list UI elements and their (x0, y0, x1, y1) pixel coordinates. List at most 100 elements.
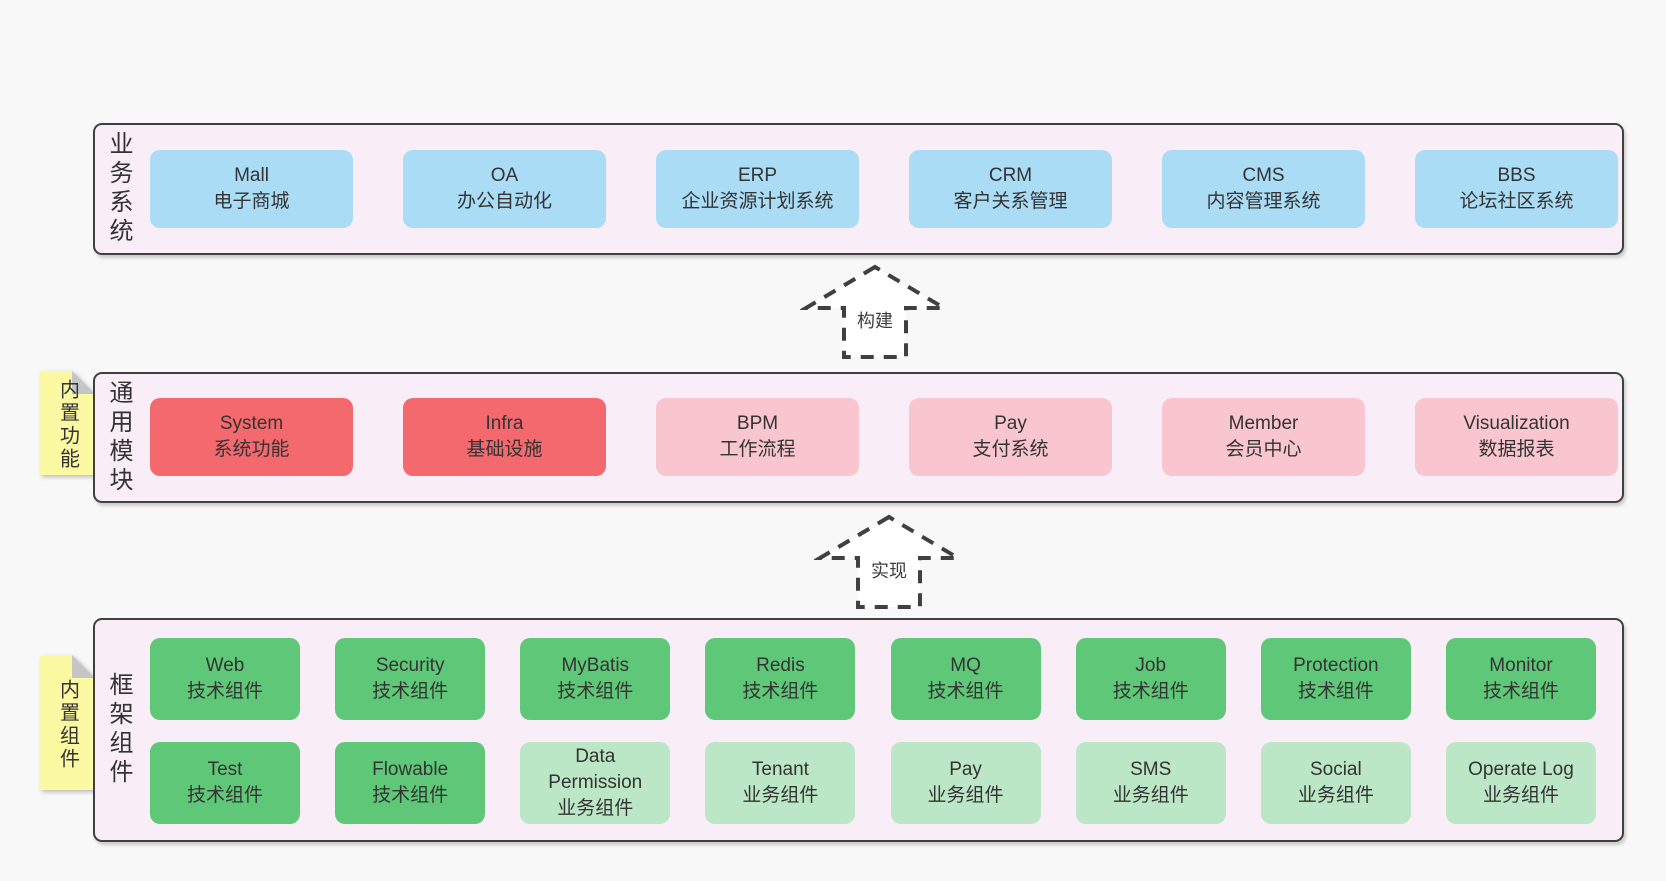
node-title: Infra (485, 413, 524, 434)
node-pay: Pay 支付系统 (909, 398, 1112, 476)
node-title: Monitor (1489, 655, 1553, 676)
node-subtitle: 企业资源计划系统 (681, 191, 834, 212)
business-systems-row: Mall 电子商城 OA 办公自动化 ERP 企业资源计划系统 CRM 客户关系… (150, 150, 1618, 228)
node-bpm: BPM 工作流程 (656, 398, 859, 476)
node-subtitle: 技术组件 (742, 681, 819, 702)
node-test: Test 技术组件 (150, 742, 300, 824)
framework-components-row-1: Web 技术组件 Security 技术组件 MyBatis 技术组件 Redi… (150, 638, 1596, 720)
sticky-note-built-in-components: 内置组件 (40, 655, 95, 790)
node-redis: Redis 技术组件 (705, 638, 856, 720)
node-title: Mall (234, 165, 269, 186)
node-bbs: BBS 论坛社区系统 (1415, 150, 1618, 228)
node-title: ERP (737, 165, 778, 186)
panel-framework-components: 框架组件 Web 技术组件 Security 技术组件 MyBatis 技术组件… (93, 618, 1624, 842)
arrow-label-build: 构建 (854, 309, 896, 334)
node-social: Social 业务组件 (1260, 742, 1411, 824)
node-title: Social (1309, 759, 1362, 780)
node-subtitle: 论坛社区系统 (1459, 191, 1574, 212)
side-label-common-modules: 通用模块 (105, 379, 132, 496)
node-subtitle: 业务组件 (927, 785, 1004, 806)
node-job: Job 技术组件 (1075, 638, 1226, 720)
node-subtitle: 基础设施 (466, 439, 543, 460)
node-subtitle: 业务组件 (1297, 785, 1374, 806)
node-crm: CRM 客户关系管理 (909, 150, 1112, 228)
node-operate-log: Operate Log 业务组件 (1445, 742, 1596, 824)
node-title: Tenant (751, 759, 809, 780)
node-subtitle: 电子商城 (213, 191, 290, 212)
node-subtitle: 工作流程 (719, 439, 796, 460)
node-protection: Protection 技术组件 (1260, 638, 1411, 720)
node-subtitle: 支付系统 (972, 439, 1049, 460)
node-subtitle: 内容管理系统 (1206, 191, 1321, 212)
node-mall: Mall 电子商城 (150, 150, 353, 228)
node-subtitle: 办公自动化 (456, 191, 552, 212)
node-subtitle: 客户关系管理 (953, 191, 1068, 212)
node-title: Redis (756, 655, 805, 676)
node-title: BBS (1497, 165, 1536, 186)
arrow-build: 构建 (800, 264, 950, 360)
node-title: Operate Log (1468, 759, 1574, 780)
node-title: System (219, 413, 284, 434)
node-flowable: Flowable 技术组件 (335, 742, 486, 824)
node-title: Flowable (372, 759, 449, 780)
panel-business-systems: 业务系统 Mall 电子商城 OA 办公自动化 ERP 企业资源计划系统 CRM… (93, 123, 1624, 255)
node-subtitle: 技术组件 (557, 681, 634, 702)
node-subtitle: 技术组件 (186, 681, 263, 702)
panel-common-modules: 通用模块 System 系统功能 Infra 基础设施 BPM 工作流程 Pay… (93, 372, 1624, 503)
node-subtitle: 业务组件 (742, 785, 819, 806)
node-subtitle: 技术组件 (927, 681, 1004, 702)
node-title: Web (205, 655, 245, 676)
node-subtitle: 技术组件 (1297, 681, 1374, 702)
arrow-label-implement: 实现 (868, 559, 910, 584)
node-web: Web 技术组件 (150, 638, 300, 720)
node-title: SMS (1130, 759, 1172, 780)
node-subtitle: 系统功能 (213, 439, 290, 460)
node-mybatis: MyBatis 技术组件 (520, 638, 671, 720)
node-pay-business: Pay 业务组件 (890, 742, 1041, 824)
node-oa: OA 办公自动化 (403, 150, 606, 228)
node-monitor: Monitor 技术组件 (1445, 638, 1596, 720)
common-modules-row: System 系统功能 Infra 基础设施 BPM 工作流程 Pay 支付系统… (150, 398, 1618, 476)
node-title: Visualization (1463, 413, 1570, 434)
node-member: Member 会员中心 (1162, 398, 1365, 476)
node-title: Security (375, 655, 445, 676)
arrow-implement: 实现 (814, 514, 964, 610)
node-subtitle: 业务组件 (1112, 785, 1189, 806)
node-subtitle: 业务组件 (1482, 785, 1559, 806)
node-title: Protection (1293, 655, 1379, 676)
node-title: Test (207, 759, 243, 780)
note-fold-corner-icon (72, 655, 95, 678)
node-subtitle: 会员中心 (1225, 439, 1302, 460)
node-title: Pay (949, 759, 982, 780)
node-title: Job (1135, 655, 1167, 676)
sticky-note-built-in-features: 内置功能 (40, 371, 95, 475)
node-title: MyBatis (561, 655, 630, 676)
node-title: Data Permission (548, 746, 643, 793)
side-label-business-systems: 业务系统 (105, 131, 132, 247)
node-erp: ERP 企业资源计划系统 (656, 150, 859, 228)
node-subtitle: 技术组件 (372, 681, 449, 702)
node-title: Member (1228, 413, 1299, 434)
node-infra: Infra 基础设施 (403, 398, 606, 476)
sticky-note-label: 内置组件 (56, 679, 79, 772)
node-title: Pay (994, 413, 1027, 434)
side-label-framework-components: 框架组件 (105, 672, 132, 788)
node-title: BPM (736, 413, 779, 434)
sticky-note-label: 内置功能 (56, 379, 79, 472)
node-sms: SMS 业务组件 (1075, 742, 1226, 824)
node-title: MQ (950, 655, 981, 676)
node-system: System 系统功能 (150, 398, 353, 476)
node-tenant: Tenant 业务组件 (705, 742, 856, 824)
node-subtitle: 业务组件 (557, 798, 634, 819)
node-subtitle: 技术组件 (1482, 681, 1559, 702)
node-title: CRM (988, 165, 1033, 186)
node-subtitle: 技术组件 (1112, 681, 1189, 702)
node-title: CMS (1242, 165, 1285, 186)
node-subtitle: 技术组件 (186, 785, 263, 806)
node-cms: CMS 内容管理系统 (1162, 150, 1365, 228)
node-mq: MQ 技术组件 (890, 638, 1041, 720)
node-subtitle: 数据报表 (1478, 439, 1555, 460)
node-visualization: Visualization 数据报表 (1415, 398, 1618, 476)
node-security: Security 技术组件 (335, 638, 486, 720)
